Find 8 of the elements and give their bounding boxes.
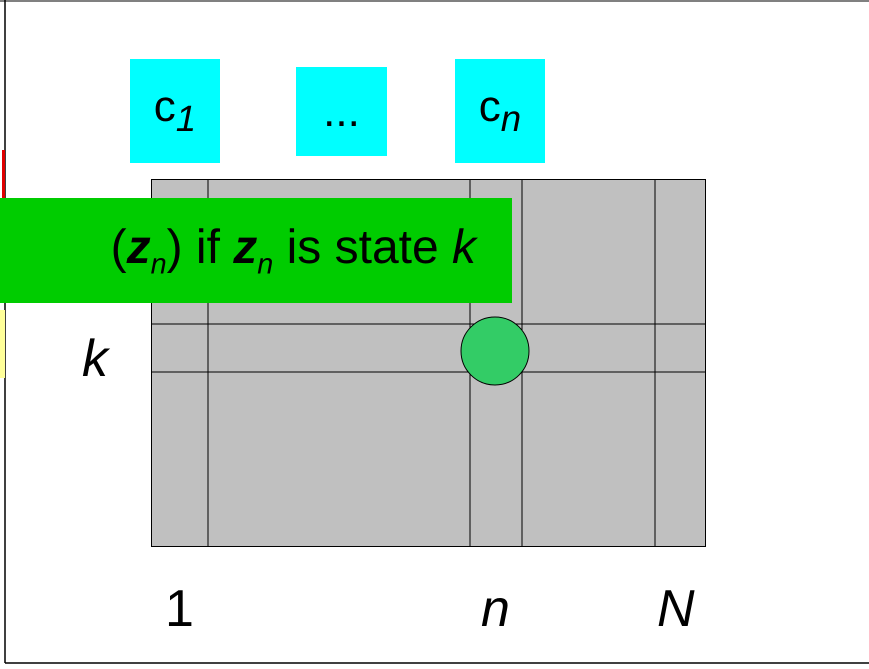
column-label: N xyxy=(657,583,695,635)
column-label: 1 xyxy=(165,583,194,635)
state-box: c$_{n}$ xyxy=(455,59,545,163)
column-label: n xyxy=(481,583,510,635)
banner-text: (z$_{n}$) if z$_{n}$ is state k xyxy=(0,198,512,303)
row-label: k xyxy=(82,333,108,385)
state-box: c$_{1}$ xyxy=(130,59,220,163)
state-box: ... xyxy=(296,67,387,156)
